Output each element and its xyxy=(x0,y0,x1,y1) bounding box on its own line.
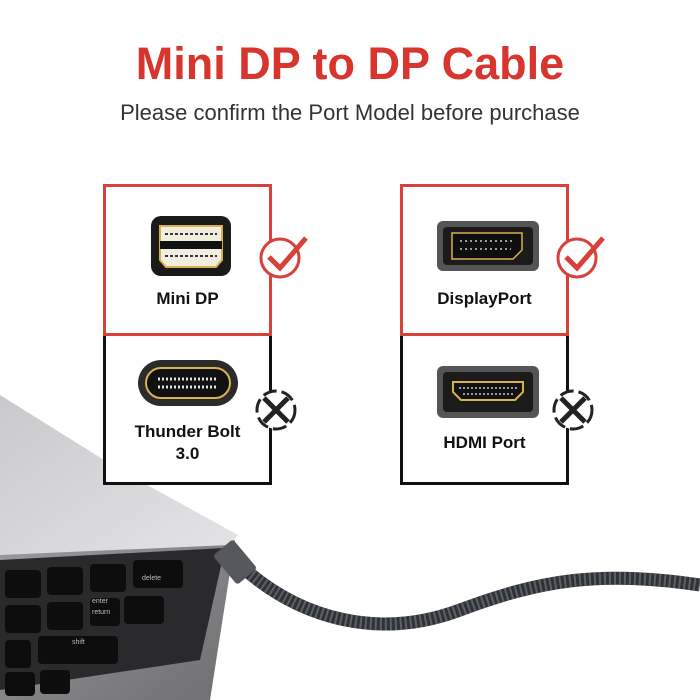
port-label: Mini DP xyxy=(156,289,219,308)
port-card-displayport: DisplayPort xyxy=(400,184,569,336)
port-card-thunderbolt: Thunder Bolt 3.0 xyxy=(103,333,272,485)
key-return: return xyxy=(92,609,110,616)
cable xyxy=(214,540,700,631)
key-enter: enter xyxy=(92,598,109,605)
x-mark-icon xyxy=(255,389,297,431)
usb-c-connector-icon xyxy=(138,360,238,406)
hdmi-connector-icon xyxy=(437,366,539,418)
port-card-mini-dp: Mini DP xyxy=(103,184,272,336)
x-mark-icon xyxy=(552,389,594,431)
port-label-version: 3.0 xyxy=(175,444,200,463)
port-card-hdmi: HDMI Port xyxy=(400,333,569,485)
page-subtitle: Please confirm the Port Model before pur… xyxy=(120,100,580,125)
port-label: Thunder Bolt xyxy=(134,422,241,441)
port-label: DisplayPort xyxy=(437,289,532,308)
key-delete: delete xyxy=(142,575,161,582)
port-label: HDMI Port xyxy=(443,433,526,452)
displayport-connector-icon xyxy=(437,221,539,271)
laptop: delete enter return shift xyxy=(0,395,238,700)
mini-displayport-connector-icon xyxy=(151,216,231,276)
key-shift: shift xyxy=(72,639,85,646)
check-mark-icon xyxy=(556,236,605,279)
page-title: Mini DP to DP Cable xyxy=(135,38,565,89)
check-mark-icon xyxy=(259,236,308,279)
